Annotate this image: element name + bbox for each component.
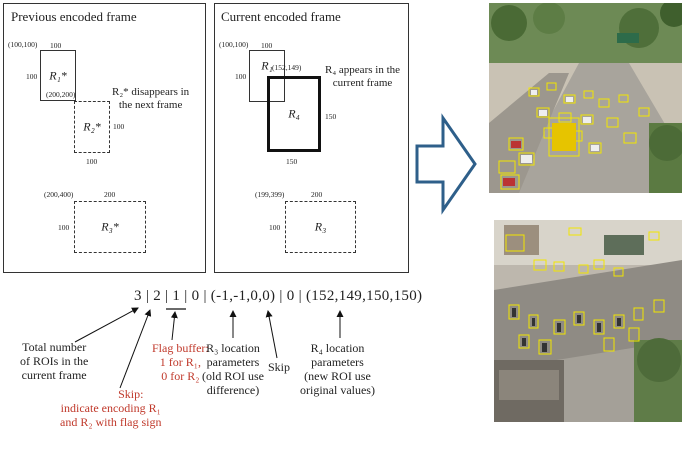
encoded-string: 3 | 2 | 1 | 0 | (-1,-1,0,0) | 0 | (152,1… <box>134 288 423 304</box>
prev-r2-width: 100 <box>86 157 98 166</box>
r3-params-annotation: R₃ location parameters (old ROI use diff… <box>202 341 264 397</box>
skip-annotation: Skip <box>268 360 291 374</box>
cur-roi-r3-label: R₃ <box>314 219 327 234</box>
total-rois-annotation: Total number of ROIs in the current fram… <box>20 340 89 382</box>
cur-r4-coord: (152,149) <box>272 63 302 72</box>
cur-roi-r4: R₄ <box>267 76 321 152</box>
prev-r2-note: R₂* disappears in the next frame <box>112 86 190 111</box>
cur-r4-width: 150 <box>286 157 298 166</box>
highway-traffic-photo <box>489 3 682 193</box>
prev-roi-r1: R₁* <box>40 50 76 101</box>
cur-roi-r1-label: R₁ <box>261 58 273 73</box>
prev-r1-coord: (100,100) <box>8 40 38 49</box>
cur-r3-width: 200 <box>311 190 323 199</box>
current-frame-title: Current encoded frame <box>221 9 341 24</box>
prev-r1-width: 100 <box>50 41 62 50</box>
previous-frame-title: Previous encoded frame <box>11 9 137 24</box>
prev-roi-r2: R₂* <box>74 101 110 153</box>
flag-buffer-annotation: Flag buffer: 1 for R₁, 0 for R₂ <box>152 341 209 383</box>
prev-roi-r3-label: R₃* <box>101 219 119 234</box>
prev-r3-height: 100 <box>58 223 70 232</box>
cur-roi-r4-label: R₄ <box>288 106 300 121</box>
prev-r1-height: 100 <box>26 72 38 81</box>
intersection-traffic-photo <box>494 220 682 422</box>
r4-params-annotation: R₄ location parameters (new ROI use orig… <box>300 341 375 397</box>
cur-r3-coord: (199,399) <box>255 190 285 199</box>
prev-r3-width: 200 <box>104 190 116 199</box>
cur-r1-width: 100 <box>261 41 273 50</box>
cur-r4-note: R₄ appears in the current frame <box>325 64 401 89</box>
cur-r4-height: 150 <box>325 112 337 121</box>
prev-roi-r1-label: R₁* <box>49 68 67 82</box>
skip-flag-annotation: Skip: indicate encoding R₁ and R₂ with f… <box>60 387 162 429</box>
current-frame-panel: Current encoded frame (100,100) 100 100 … <box>214 3 409 273</box>
cur-roi-r3: R₃ <box>285 201 356 253</box>
previous-frame-panel: Previous encoded frame (100,100) 100 100… <box>3 3 206 273</box>
prev-roi-r2-label: R₂* <box>83 119 101 134</box>
prev-r2-height: 100 <box>113 122 125 131</box>
prev-r3-coord: (200,400) <box>44 190 74 199</box>
cur-r1-coord: (100,100) <box>219 40 249 49</box>
cur-r1-height: 100 <box>235 72 247 81</box>
prev-roi-r3: R₃* <box>74 201 146 253</box>
prev-r2-coord: (200,200) <box>46 90 76 99</box>
cur-r3-height: 100 <box>269 223 281 232</box>
